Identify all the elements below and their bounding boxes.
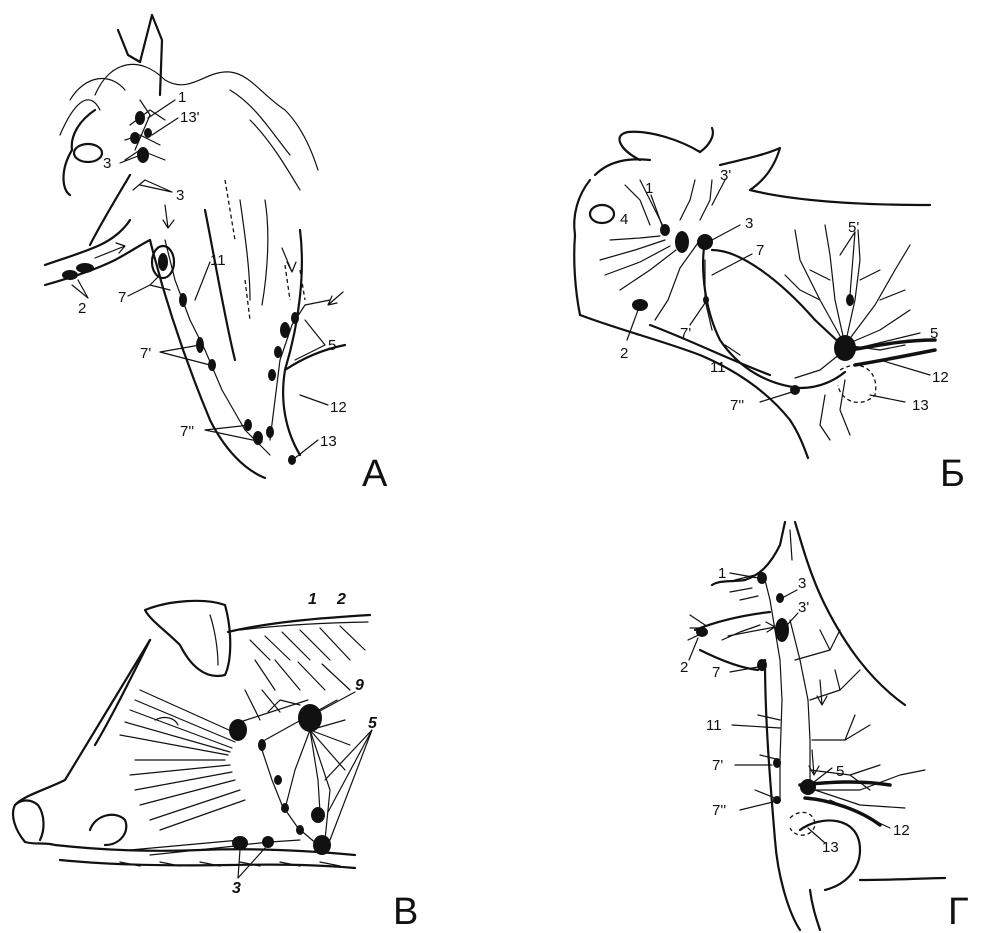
label-13: 13 [320,433,337,450]
label-7-prime: 7' [712,757,723,774]
label-7: 7 [756,242,764,259]
label-11: 11 [706,717,722,734]
panel-a-labels: 1 13' 3 3 2 7 11 7' 5 12 7'' 13 А [78,89,388,495]
label-5: 5 [930,325,938,342]
label-11: 11 [710,359,726,376]
label-7: 7 [118,289,126,306]
label-2: 2 [336,591,346,608]
label-1: 1 [645,180,653,197]
label-3-prime: 3' [720,167,731,184]
label-3: 3 [103,155,111,172]
label-5-prime: 5' [848,219,859,236]
label-7-double-prime: 7'' [180,423,194,440]
label-3-prime: 3' [798,599,809,616]
panel-letter-a: А [362,453,388,495]
label-2: 2 [78,300,86,317]
label-3-b: 3 [176,187,184,204]
label-12: 12 [932,369,949,386]
label-1: 1 [178,89,186,106]
label-13: 13 [912,397,929,414]
label-12: 12 [893,822,910,839]
panel-v-pig-diagram [13,601,372,878]
label-3: 3 [232,880,241,897]
label-11: 11 [210,252,226,269]
label-5: 5 [368,715,378,732]
panel-a-horse-diagram [45,15,345,478]
label-4: 4 [620,211,628,228]
label-7-prime: 7' [680,325,691,342]
label-13-prime: 13' [180,109,200,126]
label-2: 2 [620,345,628,362]
label-7: 7 [712,664,720,681]
label-7-double-prime: 7'' [730,397,744,414]
label-7-prime: 7' [140,345,151,362]
label-9: 9 [355,677,364,694]
panel-letter-b: Б [940,453,965,495]
panel-letter-g: Г [948,891,969,933]
label-3: 3 [798,575,806,592]
label-1: 1 [308,591,317,608]
label-7-double-prime: 7'' [712,802,726,819]
panel-letter-v: В [393,891,418,933]
panel-v-labels: 1 2 9 5 3 В [232,591,418,933]
label-2: 2 [680,659,688,676]
label-3: 3 [745,215,753,232]
panel-g-diagram [688,522,945,930]
label-12: 12 [330,399,347,416]
label-5: 5 [836,763,844,780]
label-13: 13 [822,839,839,856]
label-5: 5 [328,337,336,354]
label-1: 1 [718,565,726,582]
panel-b-cow-diagram [574,128,935,458]
panel-b-labels: 1 3' 4 3 7 5' 2 7' 5 11 12 7'' 13 Б [620,167,965,495]
